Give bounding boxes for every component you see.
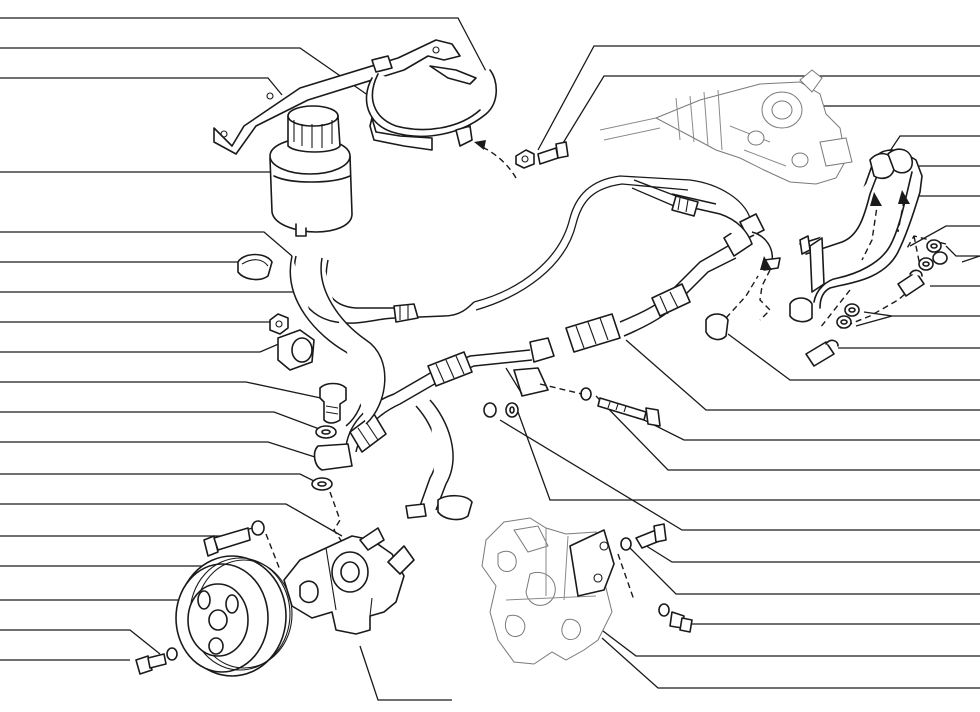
leader-line <box>855 315 893 327</box>
leader-line <box>0 411 323 431</box>
banjo-bolt-icon <box>805 269 925 367</box>
dash-guide <box>265 533 281 571</box>
arrow-to-bracket <box>474 140 517 179</box>
pulley-icon <box>175 555 293 677</box>
leader-line <box>569 605 980 657</box>
leader-line <box>945 245 980 257</box>
leader-line <box>0 231 293 257</box>
pump-icon <box>283 527 415 635</box>
hose-icon <box>289 175 781 521</box>
arrow-to-rack <box>725 256 772 321</box>
washer-icon <box>311 425 337 491</box>
leader-line <box>601 637 980 689</box>
nut-icon <box>269 313 289 335</box>
washer-icon <box>836 239 948 329</box>
dash-guide <box>617 553 635 601</box>
leader-line <box>595 395 980 471</box>
clamp-band-icon <box>365 55 498 151</box>
leader-line <box>961 255 980 263</box>
leader-line <box>0 17 489 76</box>
bolt-icon <box>319 382 347 424</box>
leader-line <box>359 645 452 701</box>
leader-line <box>0 473 321 485</box>
leader-line <box>639 541 980 563</box>
leader-line <box>863 311 980 317</box>
rack-pipes <box>789 148 923 323</box>
leader-line <box>537 45 980 151</box>
engine-mount-bracket <box>481 517 615 665</box>
leader-line <box>0 77 283 96</box>
dash-guide <box>539 383 583 395</box>
washer-icon <box>483 387 592 418</box>
leader-line <box>0 339 289 353</box>
leader-line <box>0 441 319 459</box>
leader-line <box>0 527 253 537</box>
leader-line <box>517 411 980 501</box>
steering-rack-icon <box>599 69 853 185</box>
leader-line <box>629 547 980 595</box>
leader-line <box>625 339 980 411</box>
leader-line <box>727 333 980 381</box>
bolt-icon <box>597 397 661 427</box>
bracket-icon <box>277 329 315 371</box>
bolt-icon <box>135 520 265 675</box>
leader-line <box>0 629 161 655</box>
leader-line <box>499 419 980 531</box>
clip-icon <box>705 313 729 341</box>
dash-guide <box>329 491 343 543</box>
leader-line <box>0 503 343 537</box>
clip-icon <box>237 253 273 281</box>
reservoir-icon <box>269 105 353 237</box>
bolt-icon <box>620 523 693 633</box>
leader-line <box>559 75 980 149</box>
leader-line <box>615 405 980 441</box>
leader-line <box>909 225 980 247</box>
reservoir-bracket <box>213 39 461 155</box>
leader-line <box>0 381 331 401</box>
bolt-icon <box>515 141 569 169</box>
